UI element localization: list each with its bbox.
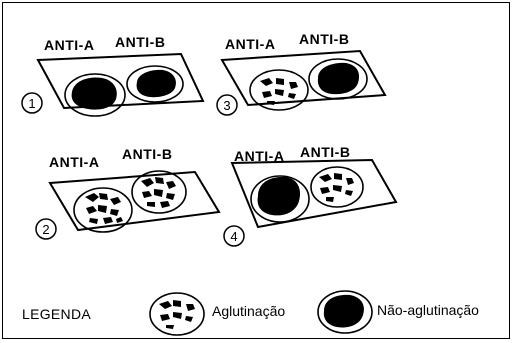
slide-1-number-circle: [21, 92, 43, 114]
slide-1-plate: [36, 52, 205, 110]
legend-non-agglutination-label: Não-aglutinação: [377, 302, 479, 318]
slide-1-anti-b-blob: [136, 69, 176, 98]
slide-3-label-anti-b: ANTI-B: [299, 31, 350, 47]
slide-4-number: 4: [230, 229, 237, 244]
legend-agglutination-label: Aglutinação: [212, 303, 286, 319]
slide-1-anti-a-blob: [71, 77, 117, 110]
slide-3-number-circle: [216, 94, 238, 116]
slide-3-anti-a-well: [249, 69, 309, 111]
slide-4-label-anti-b: ANTI-B: [300, 144, 351, 160]
slide-2-number: 2: [42, 222, 49, 237]
legend-agglutination-symbol: [149, 292, 205, 336]
slide-3: 3: [216, 49, 387, 116]
slide-2-label-anti-a: ANTI-A: [49, 154, 100, 170]
slide-3-anti-b-well: [308, 58, 368, 100]
slide-2-anti-b-well: [131, 170, 187, 214]
slide-2: 2: [35, 170, 221, 240]
slide-4-anti-a-well: [250, 175, 310, 223]
slide-4-anti-a-blob: [257, 176, 301, 216]
slide-1-label-anti-a: ANTI-A: [44, 37, 95, 53]
slide-1: 1: [21, 52, 205, 117]
legend-title: LEGENDA: [22, 306, 92, 322]
slide-4: 4: [223, 158, 398, 247]
slide-3-number: 3: [223, 98, 230, 113]
slide-4-anti-b-well: [310, 166, 364, 208]
figure-frame: [2, 2, 510, 339]
slide-1-anti-a-well: [64, 73, 126, 117]
slide-4-label-anti-a: ANTI-A: [234, 148, 285, 164]
slide-3-plate: [220, 49, 387, 107]
slide-1-number: 1: [28, 96, 35, 111]
slide-2-number-circle: [35, 218, 57, 240]
slide-2-plate: [48, 170, 221, 232]
slide-2-anti-b-clumps: [141, 177, 176, 208]
slide-2-label-anti-b: ANTI-B: [122, 146, 173, 162]
slide-4-plate: [230, 158, 398, 229]
slide-3-anti-b-blob: [317, 62, 360, 95]
slide-2-anti-a-clumps: [85, 193, 123, 224]
slide-3-label-anti-a: ANTI-A: [225, 36, 276, 52]
slide-4-anti-b-clumps: [319, 173, 354, 202]
legend-non-agglutination-symbol: [317, 290, 373, 334]
slide-1-label-anti-b: ANTI-B: [115, 34, 166, 50]
slide-3-anti-a-clumps: [260, 78, 298, 105]
slide-4-number-circle: [223, 225, 245, 247]
slide-2-anti-a-well: [73, 187, 133, 233]
slide-1-anti-b-well: [126, 65, 184, 103]
